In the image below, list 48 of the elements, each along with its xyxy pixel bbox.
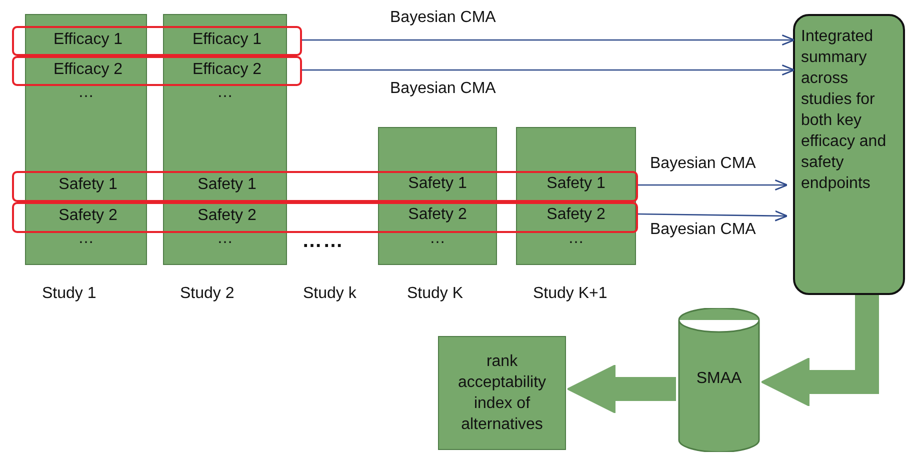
endpoint-label: Efficacy 2 <box>53 61 123 79</box>
study-column <box>163 14 287 265</box>
highlight-box <box>12 202 638 233</box>
endpoint-label: … <box>216 230 234 248</box>
study-label: Study 1 <box>42 285 96 303</box>
highlight-box <box>12 171 638 202</box>
endpoint-label: … <box>428 230 446 248</box>
endpoint-label: Safety 1 <box>198 176 256 194</box>
edge-label: Bayesian CMA <box>388 9 498 27</box>
endpoint-label: Safety 1 <box>407 175 468 193</box>
edge-label: Bayesian CMA <box>648 155 758 173</box>
block-arrow <box>566 364 676 414</box>
result-box <box>438 336 566 450</box>
study-label: Study K+1 <box>533 285 608 303</box>
endpoint-label: Efficacy 2 <box>192 61 262 79</box>
block-arrow <box>760 295 879 407</box>
edge-label: Bayesian CMA <box>648 221 758 239</box>
result-text: rank acceptability index of alternatives <box>456 352 548 435</box>
endpoint-label: Efficacy 1 <box>192 31 262 49</box>
endpoint-label: … <box>567 230 585 248</box>
endpoint-label: Efficacy 1 <box>53 31 123 49</box>
study-label: Study 2 <box>180 285 234 303</box>
endpoint-label: … <box>77 84 95 102</box>
ellipsis-dots: …… <box>302 230 344 253</box>
endpoint-label: Safety 2 <box>58 207 118 225</box>
endpoint-label: Safety 1 <box>58 176 118 194</box>
arrow <box>638 210 788 222</box>
endpoint-label: Safety 2 <box>198 207 256 225</box>
arrow <box>302 64 795 76</box>
study-column <box>378 127 497 265</box>
endpoint-label: Safety 1 <box>546 175 606 193</box>
endpoint-label: Safety 2 <box>546 206 606 224</box>
summary-box <box>793 14 905 295</box>
study-label: Study K <box>407 285 464 303</box>
study-column <box>25 14 147 265</box>
edge-label: Bayesian CMA <box>388 80 498 98</box>
arrow <box>638 179 788 191</box>
cylinder-label: SMAA <box>695 370 743 388</box>
endpoint-label: … <box>77 230 95 248</box>
study-label: Study k <box>303 285 356 303</box>
highlight-box <box>12 26 302 56</box>
arrow <box>302 34 795 46</box>
summary-text: Integrated summary across studies for both key efficacy and safety endpoints <box>801 28 886 192</box>
endpoint-label: … <box>216 84 234 102</box>
highlight-box <box>12 56 302 86</box>
database-cylinder <box>678 308 760 452</box>
study-column <box>516 127 636 265</box>
endpoint-label: Safety 2 <box>407 206 468 224</box>
